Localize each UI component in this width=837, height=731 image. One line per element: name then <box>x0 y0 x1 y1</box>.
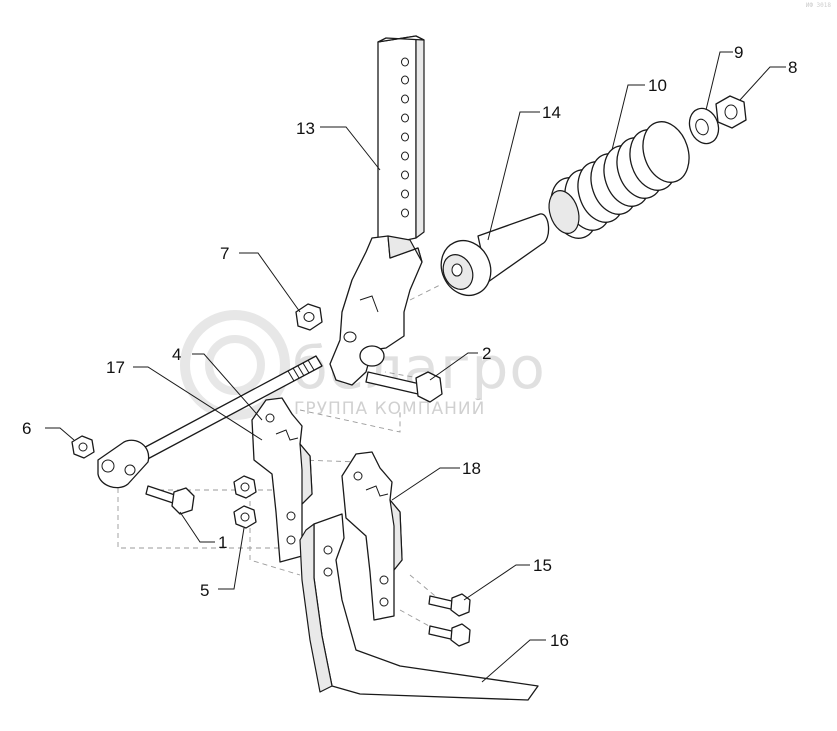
post-top-face <box>377 35 425 43</box>
part-7-nut <box>295 303 323 331</box>
nut-7-hole <box>303 312 315 322</box>
rod-eye <box>97 439 150 489</box>
leader-9 <box>705 51 733 111</box>
blade-hole-top <box>323 545 333 555</box>
leader-13 <box>320 126 381 171</box>
callout-14: 14 <box>542 103 561 122</box>
spring-end-face <box>548 190 580 234</box>
watermark-tagline: ГРУППА КОМПАНИЙ <box>294 397 485 419</box>
post-fork-hole <box>343 331 357 343</box>
nut-6-hole <box>78 442 88 452</box>
part-14-spring-cap <box>440 213 550 296</box>
left-bracket-side <box>299 443 313 505</box>
bolt-15b-head <box>450 623 471 647</box>
callout-8: 8 <box>788 58 797 77</box>
callout-4: 4 <box>172 345 181 364</box>
guide-line-bolt15 <box>409 574 441 601</box>
left-bracket-notch <box>275 429 299 441</box>
part-9-washer <box>688 107 720 145</box>
post-side-face <box>415 35 425 239</box>
part-5-nuts <box>233 475 257 529</box>
callout-15: 15 <box>533 556 552 575</box>
callout-13: 13 <box>296 119 315 138</box>
nut-5b-hole <box>240 512 250 522</box>
guide-line-pivot <box>299 409 401 433</box>
callout-labels: 13 7 14 10 9 8 17 4 6 2 1 5 18 15 16 <box>22 43 797 650</box>
callout-5: 5 <box>200 581 209 600</box>
post-fork-top <box>387 235 423 263</box>
leader-14 <box>487 111 540 241</box>
post-front-face <box>377 35 417 247</box>
post-fork-edge <box>359 295 379 313</box>
part-1-bolt <box>145 485 195 515</box>
leader-2 <box>429 352 478 381</box>
right-bracket-hole-mid <box>379 575 389 585</box>
callout-10: 10 <box>648 76 667 95</box>
leader-10 <box>611 84 645 151</box>
leader-lines <box>45 51 786 683</box>
right-bracket-notch <box>365 485 389 497</box>
leader-15 <box>463 564 530 601</box>
callout-18: 18 <box>462 459 481 478</box>
part-18-right-bracket <box>341 451 403 621</box>
right-bracket-body <box>341 451 403 621</box>
left-bracket-hole-low <box>286 535 296 545</box>
part-15-bolts <box>428 593 471 647</box>
leader-16 <box>481 639 546 683</box>
rod-eye-hole-2 <box>124 464 136 476</box>
leader-4 <box>192 353 263 421</box>
callout-1: 1 <box>218 533 227 552</box>
cap-hole <box>451 263 463 277</box>
part-6-nut <box>71 435 95 459</box>
part-4-left-bracket <box>251 397 313 563</box>
nut-5a-hole <box>240 482 250 492</box>
part-2-pivot-bolt <box>359 345 443 403</box>
callout-2: 2 <box>482 344 491 363</box>
leader-8 <box>739 66 786 101</box>
left-bracket-hole-mid <box>286 511 296 521</box>
leader-7 <box>239 252 301 313</box>
leader-5 <box>218 527 245 590</box>
part-16-tine-blade <box>299 513 539 701</box>
part-10-compression-spring <box>548 121 690 239</box>
callout-17: 17 <box>106 358 125 377</box>
guide-line-bolt1 <box>117 470 300 549</box>
blade-edge <box>299 523 333 693</box>
watermark-logo-core <box>205 335 265 395</box>
right-bracket-hole-top <box>353 471 363 481</box>
rod-threads <box>287 359 315 382</box>
part-17-threaded-rod <box>97 355 323 489</box>
watermark: белагро ГРУППА КОМПАНИЙ <box>180 310 545 420</box>
leader-1 <box>179 511 215 543</box>
right-bracket-side <box>389 499 403 571</box>
corner-mark: ИФ 3018 <box>805 2 831 9</box>
nut-8-hole <box>724 104 738 120</box>
callout-6: 6 <box>22 419 31 438</box>
pivot-bushing <box>359 345 385 367</box>
right-bracket-hole-low <box>379 597 389 607</box>
callout-7: 7 <box>220 244 229 263</box>
blade-front <box>313 513 539 701</box>
leader-18 <box>391 467 460 501</box>
callout-9: 9 <box>734 43 743 62</box>
bolt-2-head <box>415 371 443 403</box>
guide-line-cap <box>409 284 441 301</box>
callout-16: 16 <box>550 631 569 650</box>
guide-line-bolt2 <box>384 371 431 381</box>
rod-eye-hole <box>101 459 115 473</box>
bolt-1-head <box>171 487 195 515</box>
washer-hole <box>695 118 709 136</box>
post-holes <box>401 57 409 218</box>
part-8-nut <box>715 95 747 129</box>
blade-hole-low <box>323 567 333 577</box>
left-bracket-hole-top <box>265 413 275 423</box>
part-13-adjuster-post <box>329 35 425 386</box>
cap-shaft <box>477 213 550 283</box>
watermark-logo-ring <box>180 310 290 420</box>
leader-17 <box>133 366 263 441</box>
leader-6 <box>45 427 75 441</box>
